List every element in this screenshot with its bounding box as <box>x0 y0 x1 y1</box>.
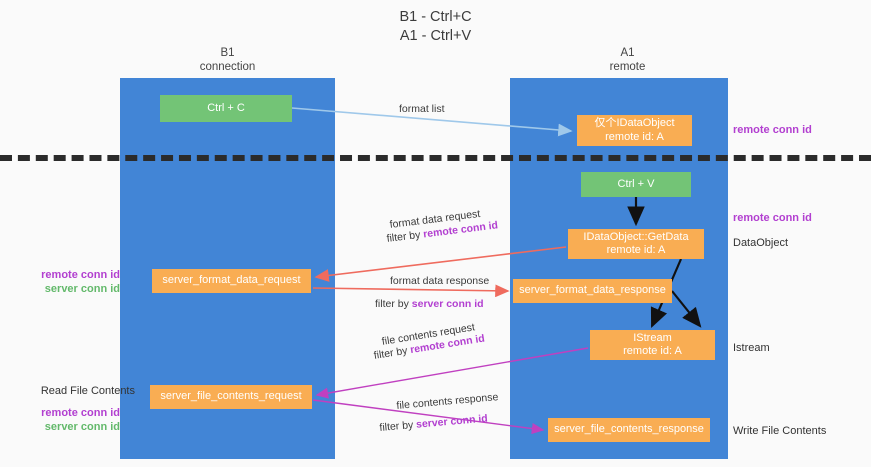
node-server-file-contents-response-label: server_file_contents_response <box>554 423 704 436</box>
filter-key-server-conn-id: server conn id <box>411 298 484 310</box>
node-istream-line-2: remote id: A <box>623 345 682 357</box>
node-server-format-data-response[interactable]: server_format_data_response <box>513 279 672 303</box>
edge-label-file-contents-response-filter: filter by server conn id <box>379 413 488 434</box>
filter-prefix: filter by <box>375 298 412 310</box>
annotation-dataobject: DataObject <box>733 237 789 249</box>
node-ctrl-c-label: Ctrl + C <box>207 101 245 114</box>
column-header-a1-name: A1 <box>620 47 635 59</box>
edge-label-format-list: format list <box>399 103 445 115</box>
node-getdata[interactable]: IDataObject::GetData remote id: A <box>568 229 704 259</box>
page-title: B1 - Ctrl+C A1 - Ctrl+V <box>0 8 871 46</box>
node-getdata-line-1: IDataObject::GetData <box>583 230 689 243</box>
node-istream-line-1: IStream <box>633 331 672 344</box>
node-server-file-contents-request-label: server_file_contents_request <box>160 390 302 403</box>
annotation-read-file-contents: Read File Contents <box>40 385 135 397</box>
node-getdata-line-2: remote id: A <box>606 244 666 256</box>
node-idataobject[interactable]: 仅个IDataObject remote id: A <box>577 115 692 146</box>
node-server-format-data-response-label: server_format_data_response <box>519 284 666 297</box>
filter-prefix: filter by <box>386 228 424 245</box>
edge-label-format-data-response-text: format data response <box>390 275 490 287</box>
section-divider <box>0 155 871 161</box>
node-server-format-data-request-label: server_format_data_request <box>162 274 301 287</box>
filter-prefix: filter by <box>379 418 417 434</box>
node-ctrl-c[interactable]: Ctrl + C <box>160 95 292 122</box>
node-ctrl-v[interactable]: Ctrl + V <box>581 172 691 197</box>
node-ctrl-v-label: Ctrl + V <box>617 177 655 190</box>
node-server-file-contents-request[interactable]: server_file_contents_request <box>150 385 312 409</box>
annotation-remote-conn-id-mid: remote conn id <box>733 212 812 224</box>
node-server-format-data-request[interactable]: server_format_data_request <box>152 269 311 293</box>
node-idataobject-line-1: 仅个IDataObject <box>594 117 675 129</box>
annotation-write-file-contents: Write File Contents <box>733 425 827 437</box>
column-header-b1-name: B1 <box>220 47 235 59</box>
connector-format-data-response <box>312 284 510 298</box>
title-line-1: B1 - Ctrl+C <box>399 9 472 25</box>
edge-label-format-data-response: format data response <box>390 275 489 287</box>
edge-label-format-list-text: format list <box>399 103 445 115</box>
column-header-a1-role: remote <box>609 60 646 73</box>
filter-prefix: filter by <box>373 344 412 362</box>
edge-label-file-contents-response-text: file contents response <box>396 391 499 412</box>
column-header-b1-role: connection <box>199 60 256 73</box>
annotation-remote-conn-id-top: remote conn id <box>733 124 812 136</box>
edge-label-format-data-response-filter: filter by server conn id <box>375 298 484 310</box>
annotation-istream: Istream <box>733 342 770 354</box>
node-server-file-contents-response[interactable]: server_file_contents_response <box>548 418 710 442</box>
node-istream[interactable]: IStream remote id: A <box>590 330 715 360</box>
filter-key-server-conn-id: server conn id <box>415 412 489 431</box>
annotation-remote-conn-id-left-1: remote conn id <box>41 269 120 281</box>
column-header-a1: A1 remote <box>555 47 700 74</box>
annotation-server-conn-id-left-1: server conn id <box>44 283 120 295</box>
edge-label-file-contents-response: file contents response <box>396 391 499 412</box>
annotation-remote-conn-id-left-2: remote conn id <box>41 407 120 419</box>
column-header-b1: B1 connection <box>155 47 300 74</box>
title-line-2: A1 - Ctrl+V <box>399 28 472 44</box>
annotation-server-conn-id-left-2: server conn id <box>44 421 120 433</box>
node-idataobject-line-2: remote id: A <box>605 130 664 143</box>
